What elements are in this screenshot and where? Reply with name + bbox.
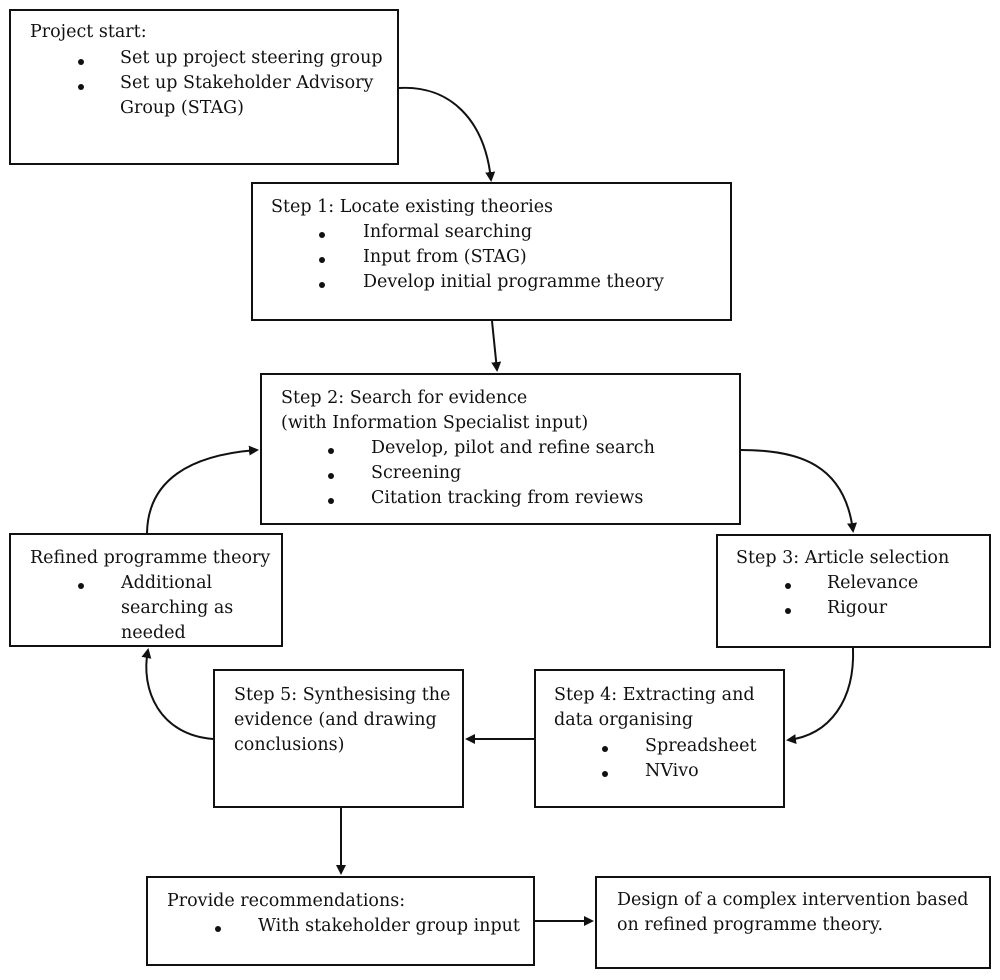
design-text-line1: Design of a complex intervention based xyxy=(617,890,969,910)
step1-title: Step 1: Locate existing theories xyxy=(271,197,554,217)
step5-title: Step 5: Synthesising the xyxy=(234,685,451,705)
step2-title: Step 2: Search for evidence xyxy=(281,388,528,408)
bullet-icon xyxy=(328,448,334,454)
arrow-start-to-step1 xyxy=(398,86,496,182)
recommendations-box: Provide recommendations: With stakeholde… xyxy=(146,876,535,966)
bullet-icon xyxy=(785,583,791,589)
bullet-icon xyxy=(602,771,608,777)
step2-subtitle: (with Information Specialist input) xyxy=(281,413,589,433)
step4-bullet: Spreadsheet xyxy=(645,736,757,756)
refined-theory-box: Refined programme theory Additional sear… xyxy=(9,533,283,647)
step5-title-line3: conclusions) xyxy=(234,735,345,755)
step1-bullet: Develop initial programme theory xyxy=(363,272,664,292)
step3-bullet: Rigour xyxy=(827,598,888,618)
step2-box: Step 2: Search for evidence (with Inform… xyxy=(260,373,741,525)
refined-theory-bullet: needed xyxy=(121,623,186,643)
arrow-step2-to-step3 xyxy=(740,449,857,533)
bullet-icon xyxy=(78,84,84,90)
step4-subtitle: data organising xyxy=(554,710,694,730)
step2-bullet: Screening xyxy=(371,463,462,483)
arrow-refined-to-step2 xyxy=(146,445,259,534)
bullet-icon xyxy=(319,282,325,288)
project-start-bullet: Set up Stakeholder Advisory xyxy=(120,73,374,93)
step5-title-line2: evidence (and drawing xyxy=(234,710,437,730)
step3-bullet: Relevance xyxy=(827,573,919,593)
bullet-icon xyxy=(602,746,608,752)
project-start-bullet: Group (STAG) xyxy=(120,98,244,118)
refined-theory-bullet: Additional xyxy=(121,573,213,593)
recommendations-title: Provide recommendations: xyxy=(167,891,406,911)
arrow-step1-to-step2 xyxy=(491,320,502,372)
design-text-line2: on refined programme theory. xyxy=(617,915,884,935)
step3-box: Step 3: Article selection Relevance Rigo… xyxy=(716,534,991,648)
bullet-icon xyxy=(78,583,84,589)
step1-box: Step 1: Locate existing theories Informa… xyxy=(251,182,732,321)
step3-title: Step 3: Article selection xyxy=(736,548,950,568)
refined-theory-title: Refined programme theory xyxy=(30,548,271,568)
bullet-icon xyxy=(78,59,84,65)
project-start-box: Project start: Set up project steering g… xyxy=(9,9,399,165)
step1-bullet: Informal searching xyxy=(363,222,533,242)
step4-box: Step 4: Extracting and data organising S… xyxy=(534,669,785,808)
design-box: Design of a complex intervention based o… xyxy=(595,876,991,969)
step1-bullet: Input from (STAG) xyxy=(363,247,527,267)
project-start-title: Project start: xyxy=(30,22,147,42)
step2-bullet: Citation tracking from reviews xyxy=(371,488,644,508)
bullet-icon xyxy=(319,257,325,263)
arrow-step3-to-step4 xyxy=(786,647,855,745)
bullet-icon xyxy=(215,926,221,932)
step4-bullet: NVivo xyxy=(645,761,699,781)
refined-theory-bullet: searching as xyxy=(121,598,234,618)
bullet-icon xyxy=(328,473,334,479)
project-start-bullet: Set up project steering group xyxy=(120,48,383,68)
step5-box: Step 5: Synthesising the evidence (and d… xyxy=(213,669,464,808)
step4-title: Step 4: Extracting and xyxy=(554,685,755,705)
recommendations-bullet: With stakeholder group input xyxy=(258,916,520,936)
bullet-icon xyxy=(785,608,791,614)
bullet-icon xyxy=(328,498,334,504)
bullet-icon xyxy=(319,232,325,238)
step2-bullet: Develop, pilot and refine search xyxy=(371,438,655,458)
arrow-step5-to-refined xyxy=(141,648,214,740)
